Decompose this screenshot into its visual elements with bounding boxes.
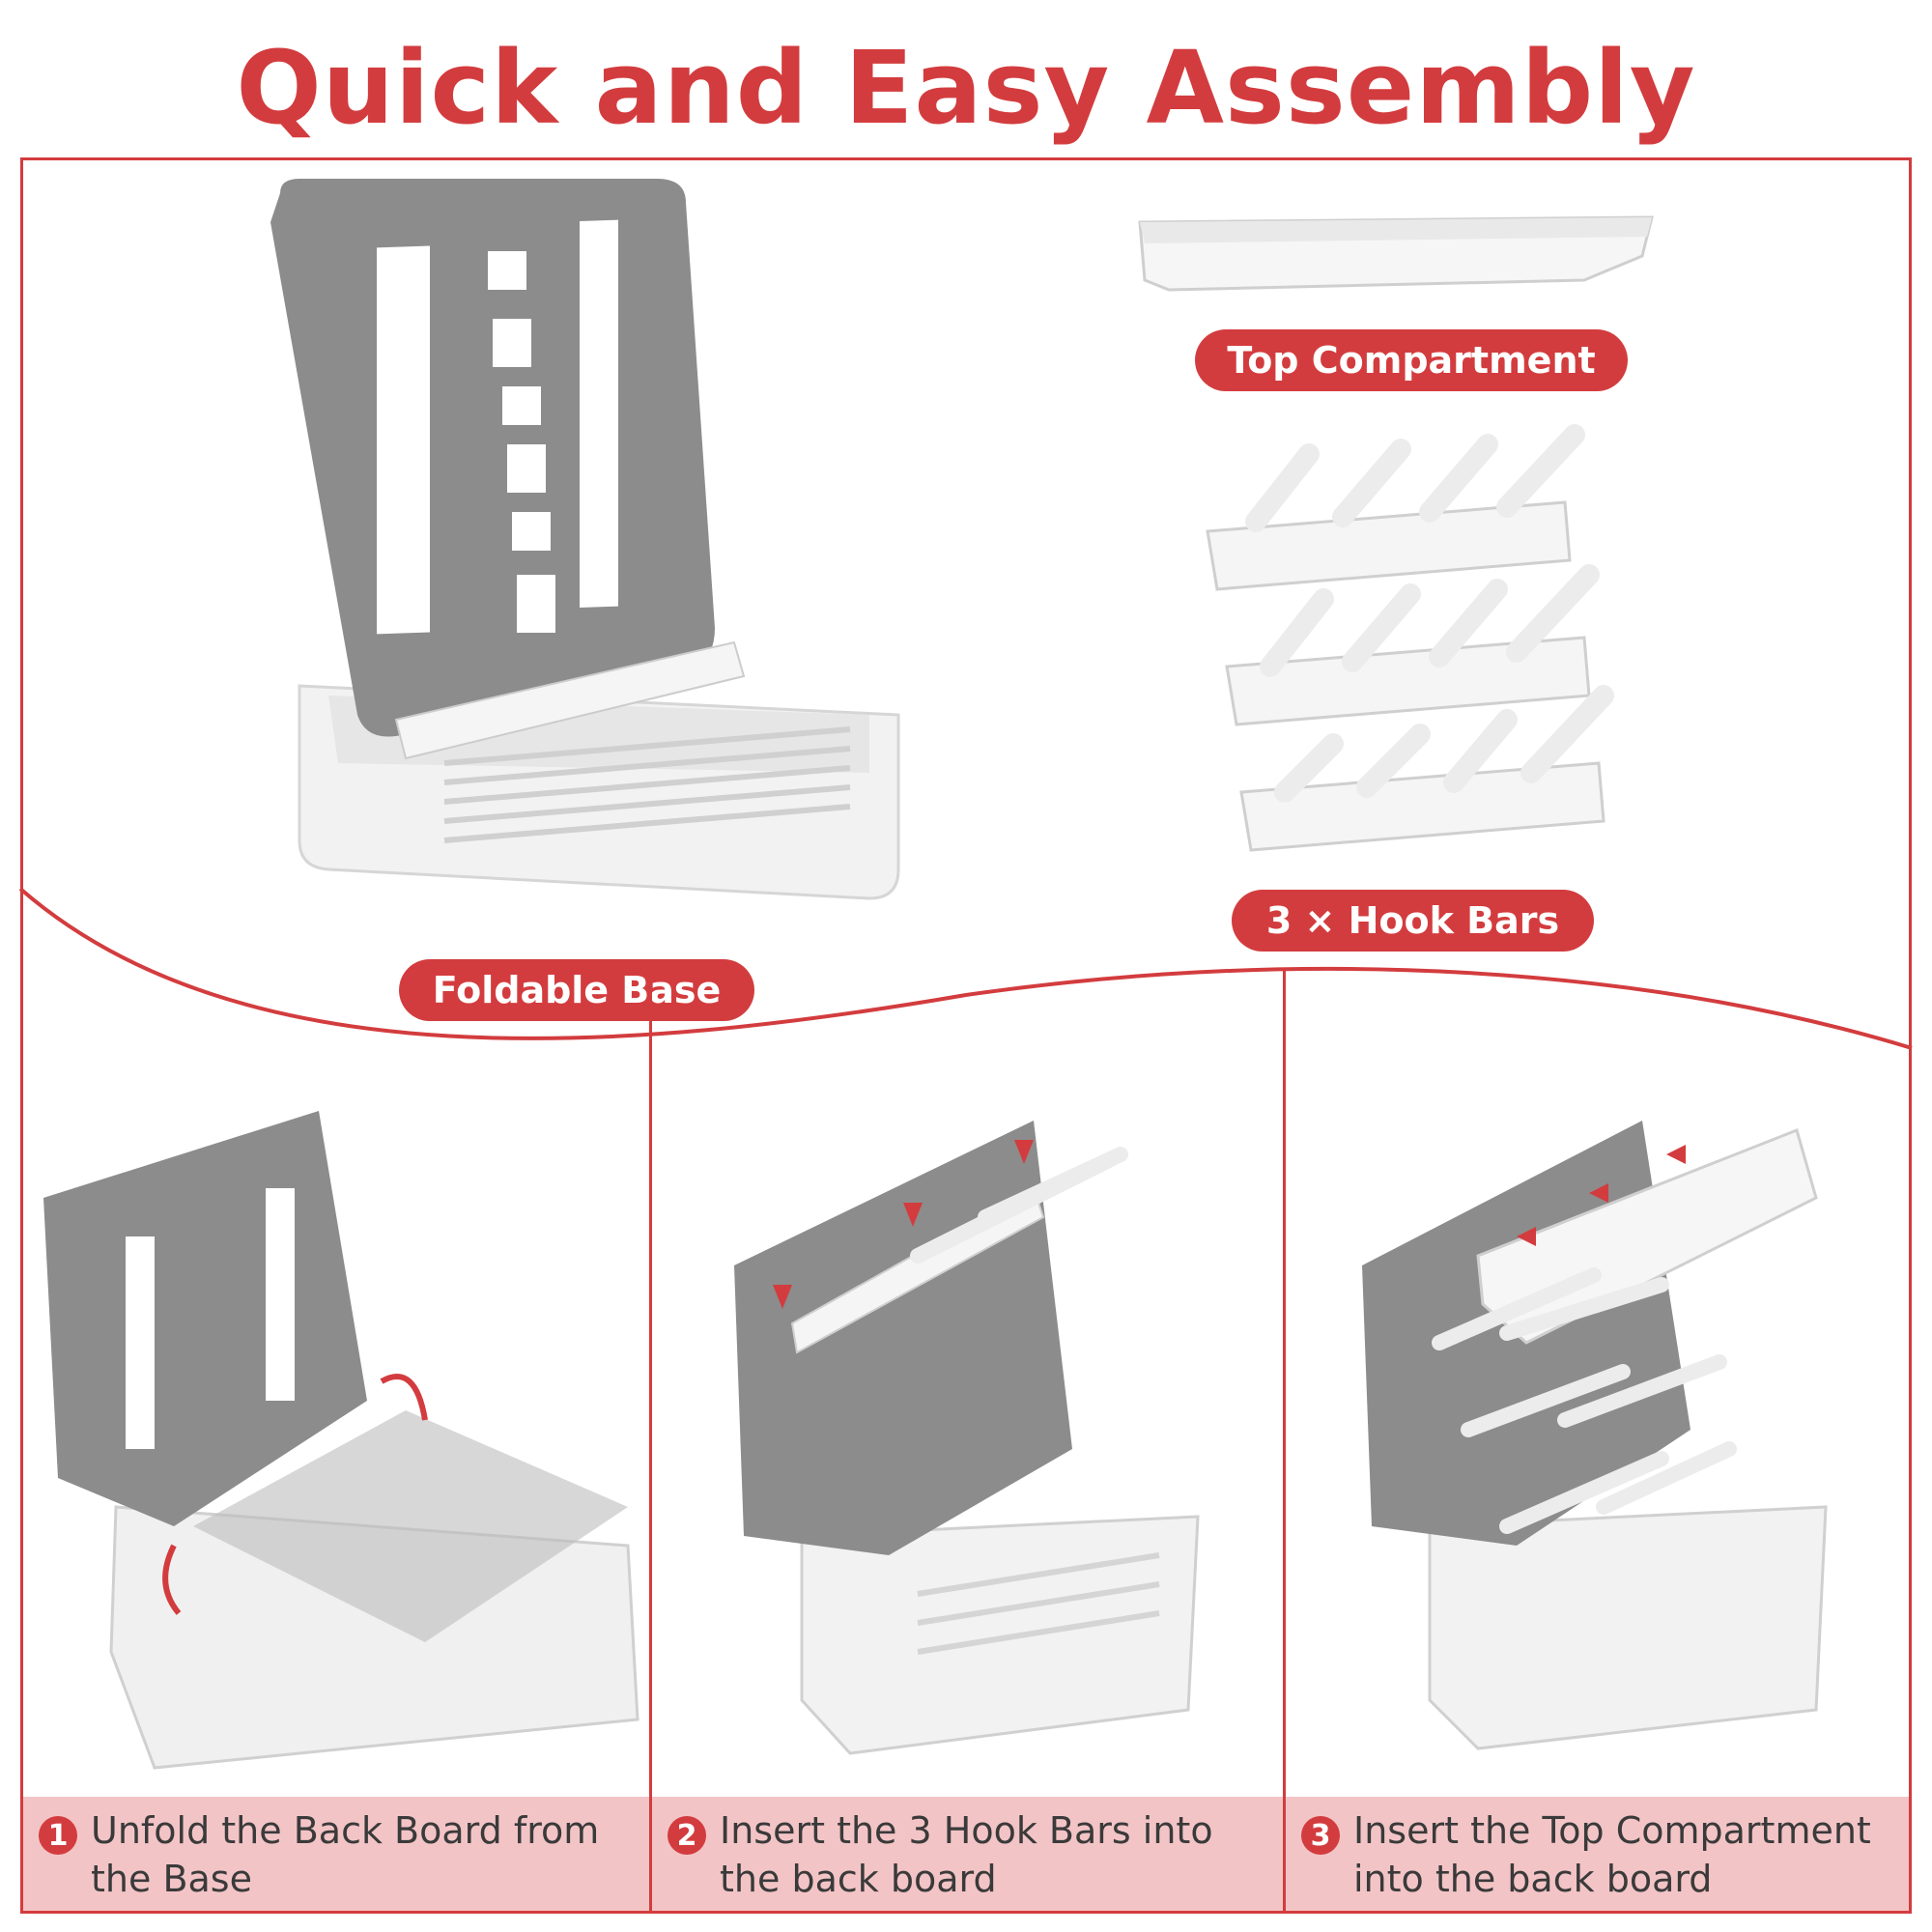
step-text: Insert the Top Compartment into the back… (1353, 1809, 1871, 1900)
divider-1 (649, 976, 652, 1913)
page-title: Quick and Easy Assembly (236, 29, 1696, 147)
step2-image (734, 1121, 1200, 1755)
step-text: Unfold the Back Board from the Base (91, 1809, 600, 1900)
divider-2 (1283, 971, 1286, 1913)
step-number-badge: 1 (39, 1816, 77, 1855)
content-frame (20, 157, 1912, 1914)
hook-bars-label: 3 × Hook Bars (1232, 890, 1594, 952)
step-1: 1 Unfold the Back Board from the Base (23, 1797, 649, 1911)
curved-divider (18, 887, 1913, 1050)
step3-image (1362, 1121, 1828, 1750)
foldable-base-image (270, 179, 900, 900)
top-compartment-image (1138, 215, 1654, 292)
step1-image (43, 1111, 639, 1770)
step-2: 2 Insert the 3 Hook Bars into the back b… (652, 1797, 1283, 1911)
top-compartment-label: Top Compartment (1195, 329, 1628, 391)
step-3: 3 Insert the Top Compartment into the ba… (1286, 1797, 1909, 1911)
step-number-badge: 2 (668, 1816, 706, 1855)
foldable-base-label: Foldable Base (399, 959, 754, 1021)
step-number-badge: 3 (1301, 1816, 1340, 1855)
step-text: Insert the 3 Hook Bars into the back boa… (720, 1809, 1213, 1900)
hook-bars-image (1206, 424, 1614, 852)
